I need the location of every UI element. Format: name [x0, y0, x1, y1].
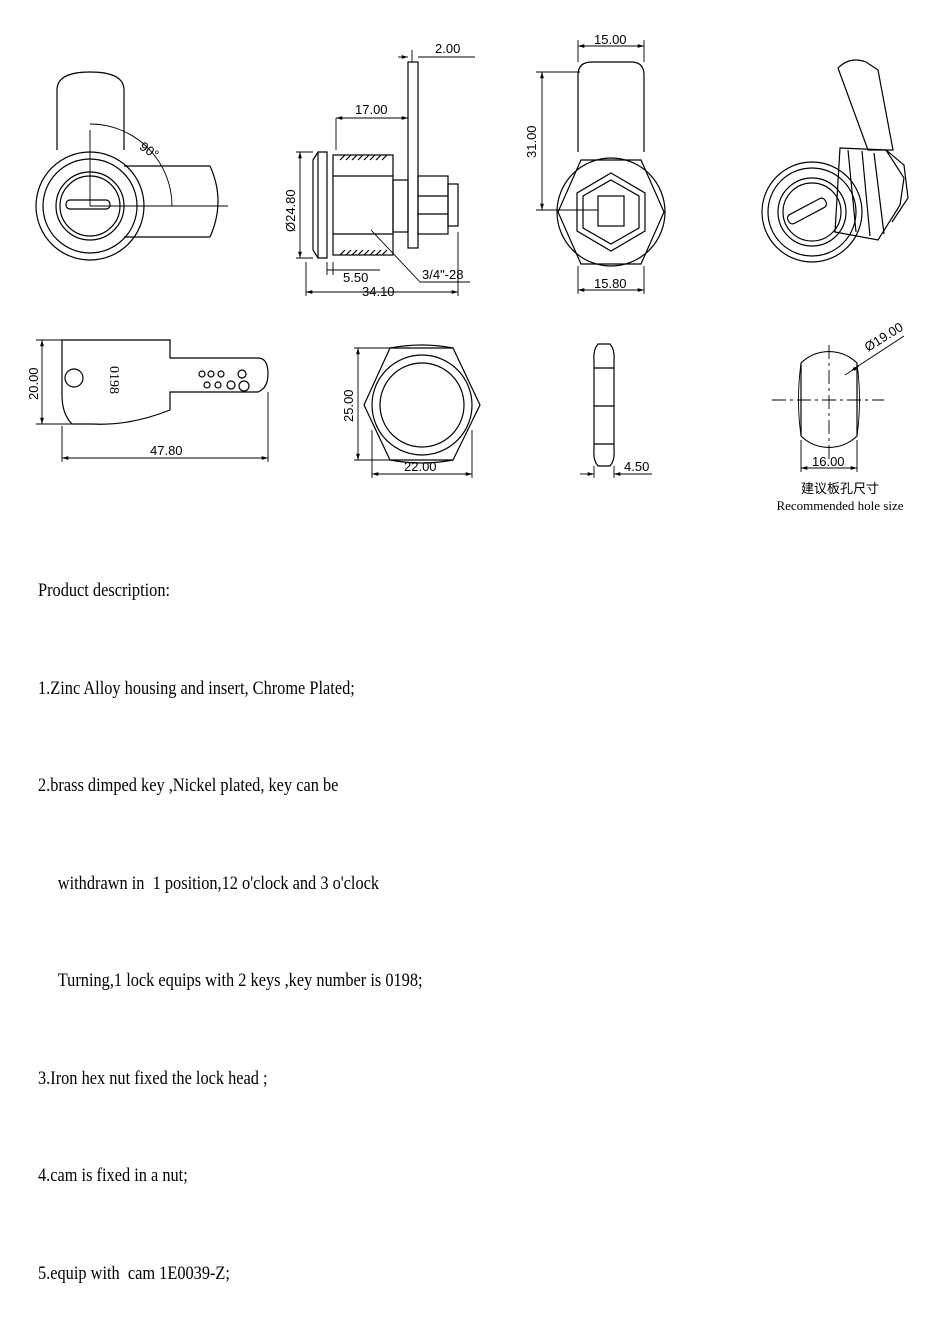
hex-nut-front — [363, 344, 481, 464]
rear-view-dimensions — [536, 40, 645, 294]
description-line: 2.brass dimped key ,Nickel plated, key c… — [38, 775, 339, 796]
side-view-dimensions — [296, 50, 475, 296]
hole-dimensions — [772, 335, 905, 472]
perspective-view — [761, 59, 909, 263]
rear-bottom-label: 15.80 — [594, 276, 627, 291]
key-length-label: 47.80 — [150, 443, 183, 458]
hex-nut-side-dimensions — [580, 466, 652, 478]
nut-width-label: 22.00 — [404, 459, 437, 474]
hole-caption-chinese: 建议板孔尺寸 — [800, 482, 879, 497]
key-number-label: 0198 — [106, 366, 121, 394]
side-view — [312, 61, 459, 259]
front-view-cam — [56, 71, 219, 238]
side-diameter-label: Ø24.80 — [283, 189, 298, 232]
side-top-label: 2.00 — [435, 41, 460, 56]
description-line: 3.Iron hex nut fixed the lock head ; — [38, 1067, 268, 1089]
side-total-label: 34.10 — [362, 284, 395, 299]
front-view-angle — [89, 123, 228, 207]
side-flange-label: 5.50 — [343, 270, 368, 285]
technical-drawing: 90° — [26, 32, 909, 478]
hex-nut-front-dimensions — [354, 347, 473, 478]
nut-thickness-label: 4.50 — [624, 459, 649, 474]
description-line: 1.Zinc Alloy housing and insert, Chrome … — [38, 677, 355, 699]
description-line: 4.cam is fixed in a nut; — [38, 1165, 188, 1186]
product-description: Product description: 1.Zinc Alloy housin… — [38, 510, 554, 1323]
description-line: 5.equip with cam 1E0039-Z; — [38, 1262, 230, 1284]
description-line: withdrawn in 1 position,12 o'clock and 3… — [57, 872, 380, 894]
hex-nut-side — [593, 343, 615, 467]
front-angle-label: 90° — [137, 139, 162, 163]
description-line: Turning,1 lock equips with 2 keys ,key n… — [57, 970, 423, 991]
rear-width-label: 15.00 — [594, 32, 627, 47]
key-dimensions — [36, 339, 269, 462]
hole-caption-english: Recommended hole size — [776, 498, 904, 513]
side-thread-label: 3/4"-28 — [422, 267, 463, 282]
front-view — [35, 71, 228, 261]
hole-flat-label: 16.00 — [812, 454, 845, 469]
description-heading: Product description: — [38, 580, 171, 601]
side-length-label: 17.00 — [355, 102, 388, 117]
key-height-label: 20.00 — [26, 367, 41, 400]
key-view — [61, 339, 269, 425]
side-view-flange — [312, 151, 328, 259]
side-view-thread — [392, 61, 459, 249]
rear-height-label: 31.00 — [524, 125, 539, 158]
rear-view — [556, 61, 666, 267]
nut-height-label: 25.00 — [341, 389, 356, 422]
side-view-nut — [332, 154, 394, 256]
